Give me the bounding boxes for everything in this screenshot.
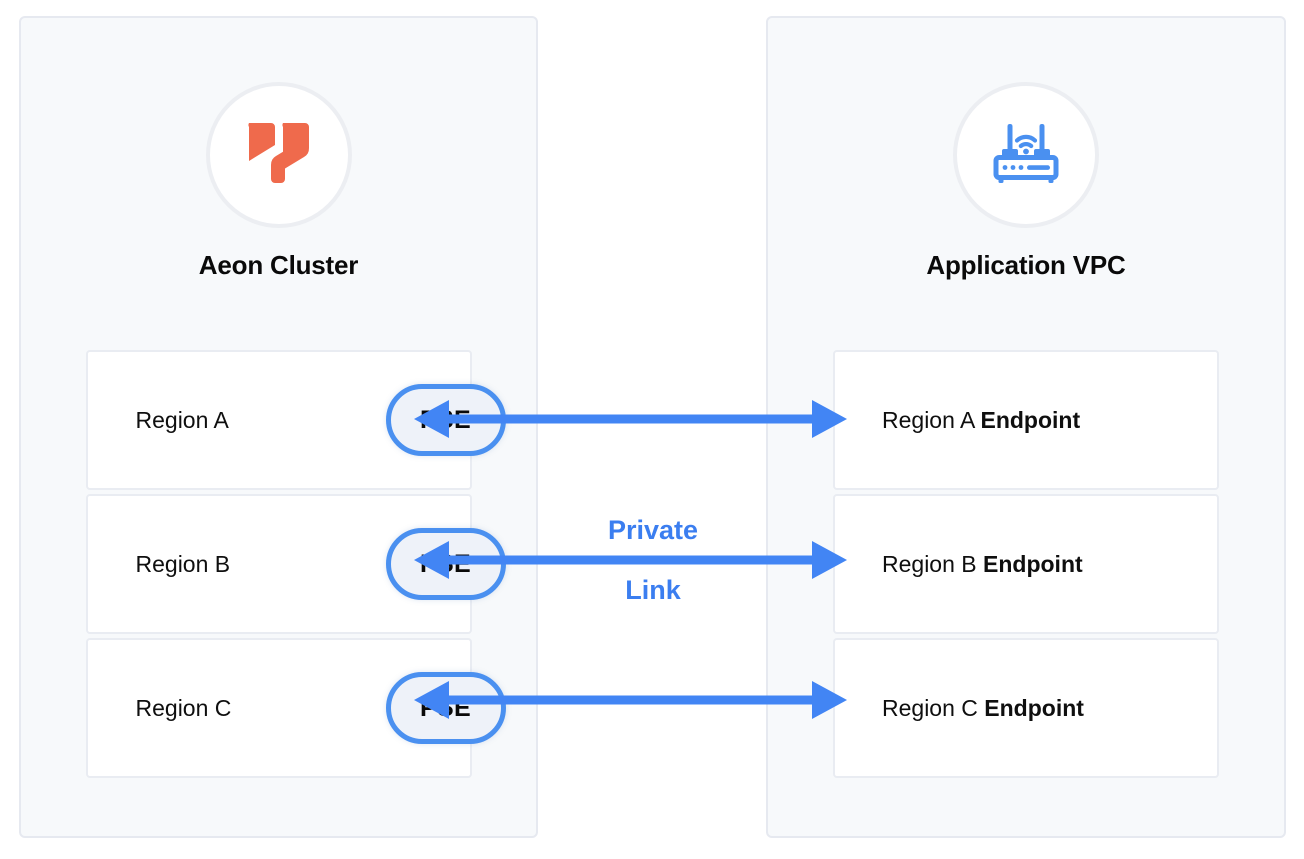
endpoint-row-b[interactable]: Region B Endpoint	[833, 494, 1219, 634]
aeon-logo-icon	[247, 119, 311, 192]
region-row-a[interactable]: Region A PSE	[85, 350, 506, 490]
pse-badge-a-label: PSE	[420, 405, 471, 434]
endpoint-list: Region A Endpoint Region B Endpoint Regi…	[768, 350, 1284, 782]
pse-badge-b[interactable]: PSE	[385, 528, 506, 600]
endpoint-row-b-label: Region B Endpoint	[882, 550, 1083, 577]
region-row-b-label: Region B	[135, 550, 231, 577]
application-vpc-title: Application VPC	[926, 250, 1126, 280]
region-row-c-label: Region C	[135, 694, 232, 721]
private-link-label-line2: Link	[625, 575, 681, 605]
private-link-label: Private Link	[533, 501, 773, 619]
private-link-label-line1: Private	[607, 515, 699, 545]
aeon-cluster-panel: Aeon Cluster Region A PSE Region B PSE R…	[19, 16, 538, 838]
region-row-c[interactable]: Region C PSE	[85, 638, 506, 778]
region-row-b[interactable]: Region B PSE	[85, 494, 506, 634]
router-wifi-icon	[989, 116, 1063, 195]
aeon-logo-badge	[205, 82, 352, 228]
aeon-region-list: Region A PSE Region B PSE Region C PSE	[21, 350, 536, 782]
endpoint-row-a[interactable]: Region A Endpoint	[833, 350, 1219, 490]
pse-badge-b-label: PSE	[420, 549, 471, 578]
endpoint-row-a-label: Region A Endpoint	[882, 406, 1081, 433]
aeon-cluster-title: Aeon Cluster	[198, 250, 359, 280]
pse-badge-c-label: PSE	[420, 693, 471, 722]
endpoint-row-c[interactable]: Region C Endpoint	[833, 638, 1219, 778]
application-vpc-panel: Application VPC Region A Endpoint Region…	[766, 16, 1286, 838]
region-row-a-label: Region A	[135, 406, 229, 433]
pse-badge-c[interactable]: PSE	[385, 672, 506, 744]
router-badge	[953, 82, 1099, 228]
endpoint-row-c-label: Region C Endpoint	[882, 694, 1084, 721]
pse-badge-a[interactable]: PSE	[385, 384, 506, 456]
